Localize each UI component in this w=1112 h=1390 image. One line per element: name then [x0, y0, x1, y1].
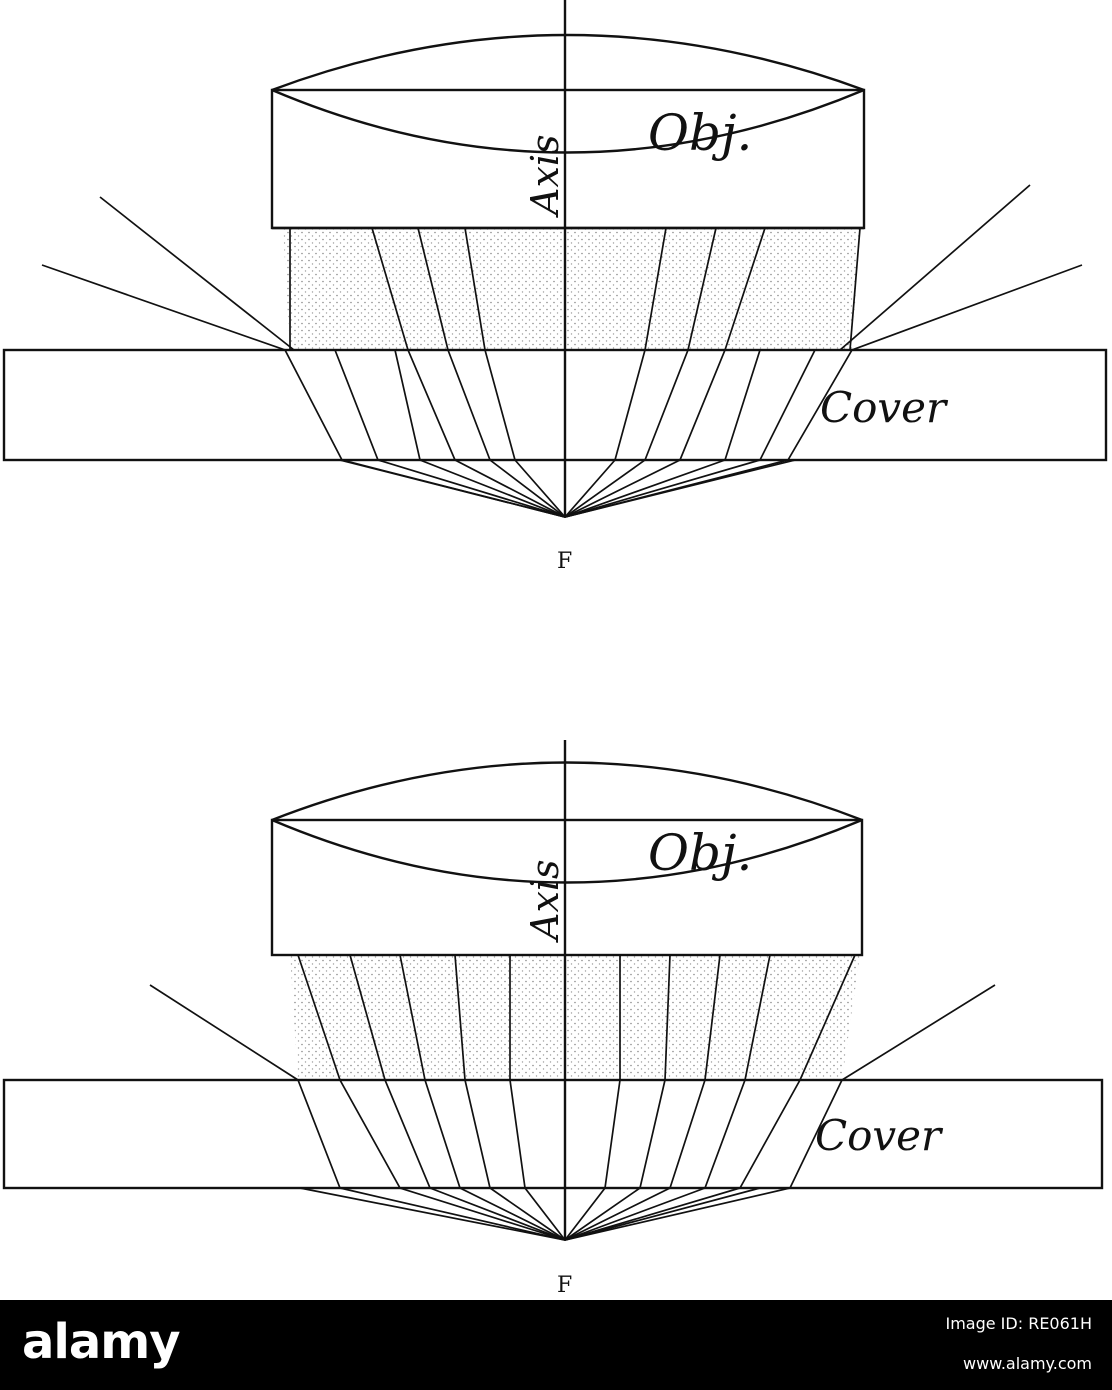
cover-glass-bottom [2, 1078, 1104, 1190]
cover-glass-top [2, 348, 1108, 462]
rays-bottom [149, 954, 996, 1241]
objective-lens-bottom [270, 761, 864, 957]
rays-top [41, 184, 1083, 518]
cover-label-top: Cover [820, 383, 949, 432]
site-url-text: www.alamy.com [963, 1354, 1092, 1373]
immersion-fluid-bottom [290, 955, 860, 1080]
diagram-top: Axis Obj. Cover F [2, 0, 1108, 574]
image-id-text: Image ID: RE061H [945, 1314, 1092, 1333]
objective-label-bottom: Obj. [648, 824, 752, 882]
stock-watermark-bar: alamy Image ID: RE061H www.alamy.com [0, 1300, 1112, 1390]
objective-label-top: Obj. [648, 104, 752, 162]
diagram-bottom: Axis Obj. Cover F [2, 740, 1104, 1298]
focus-label-top: F [557, 549, 572, 574]
cover-label-bottom: Cover [815, 1111, 944, 1160]
immersion-fluid-top [283, 228, 860, 350]
optics-figure: Axis Obj. Cover F [2, 0, 1108, 1298]
axis-label-top: Axis [523, 134, 567, 218]
axis-label-bottom: Axis [523, 859, 567, 943]
focus-label-bottom: F [557, 1273, 572, 1298]
objective-lens-top [270, 33, 866, 230]
alamy-logo: alamy [22, 1314, 181, 1370]
